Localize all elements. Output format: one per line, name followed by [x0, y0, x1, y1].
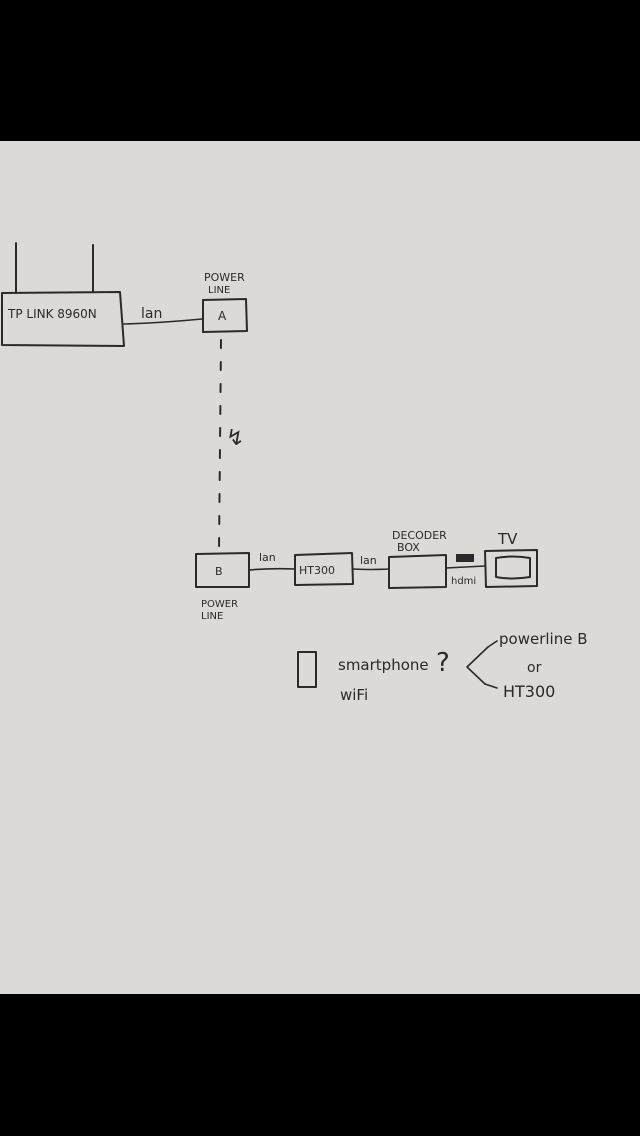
router-box: [1, 291, 125, 347]
smartphone-question-mark: ?: [436, 648, 450, 678]
choice-branch: [466, 646, 489, 685]
link-ht300-decoder-label: lan: [360, 554, 377, 567]
wireless-bolt-icon: ↯: [226, 426, 244, 451]
tv-caption: TV: [497, 530, 518, 548]
choice-arrow-top: [487, 640, 498, 648]
link-decoder-tv: [445, 565, 486, 569]
powerline-a: POWER LINE A: [202, 271, 248, 333]
link-router-a: [123, 318, 203, 325]
powerline-a-caption-1: POWER: [204, 271, 245, 284]
router-label: TP LINK 8960N: [7, 307, 97, 321]
option-powerline-b: powerline B: [499, 630, 588, 648]
powerline-b-caption-1: POWER: [201, 599, 238, 610]
decoder-box: DECODER BOX: [388, 529, 447, 589]
decoder-caption-1: DECODER: [392, 529, 447, 542]
link-ht300-decoder: [352, 568, 390, 571]
choice-arrow-bottom: [484, 683, 498, 689]
powerline-a-caption-2: LINE: [208, 285, 230, 296]
network-sketch: TP LINK 8960N lan POWER LINE A ↯ B POWER…: [1, 242, 588, 704]
powerline-b-caption-2: LINE: [201, 611, 223, 622]
option-separator: or: [527, 660, 542, 676]
option-ht300: HT300: [503, 682, 555, 701]
smartphone-icon: [297, 651, 317, 688]
decoder-box-outline: [388, 554, 447, 589]
ht300-box: [294, 552, 354, 586]
router: TP LINK 8960N: [1, 242, 125, 347]
ht300-label: HT300: [299, 564, 335, 577]
powerline-a-box: [202, 298, 248, 333]
paper-sheet: TP LINK 8960N lan POWER LINE A ↯ B POWER…: [0, 141, 640, 994]
link-decoder-tv-label: hdmi: [451, 576, 476, 587]
link-b-ht300: [248, 567, 296, 571]
smartphone-note-line-1: smartphone: [338, 656, 429, 674]
link-b-ht300-label: lan: [259, 551, 276, 564]
powerline-b-label: B: [215, 565, 223, 578]
tv-frame: [484, 549, 538, 588]
powerline-a-label: A: [218, 309, 227, 323]
tv: TV: [484, 530, 538, 588]
ht300-device: HT300: [294, 552, 354, 586]
hdmi-scribble-mark: [456, 554, 474, 562]
decoder-caption-2: BOX: [397, 541, 420, 554]
powerline-dashed-link: [218, 339, 222, 552]
tv-screen: [495, 555, 531, 580]
powerline-b-box: [195, 552, 250, 588]
powerline-b: B POWER LINE: [195, 552, 250, 622]
link-router-a-label: lan: [141, 306, 162, 322]
smartphone-note-line-2: wiFi: [340, 686, 368, 704]
